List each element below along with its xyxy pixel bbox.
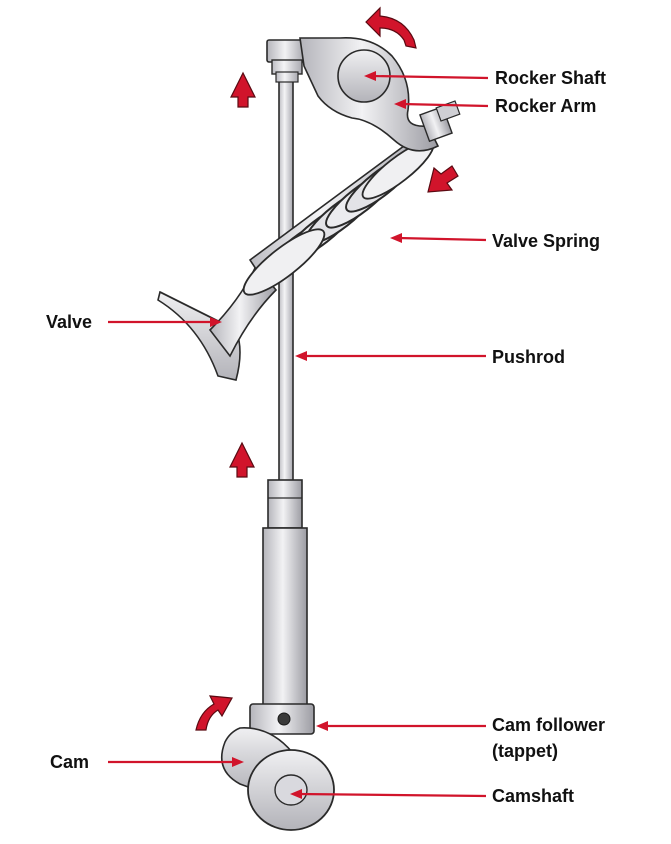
up-arrow-icon (229, 441, 255, 478)
label-cam-follower: Cam follower (492, 715, 606, 735)
lifter-body (262, 479, 308, 709)
label-camshaft: Camshaft (492, 786, 575, 806)
label-valve: Valve (46, 312, 93, 332)
motion-arrows (195, 6, 459, 731)
label-cam: Cam (50, 752, 90, 772)
label-tappet: (tappet) (492, 741, 558, 761)
label-rocker-shaft: Rocker Shaft (495, 68, 607, 88)
cam-follower (249, 703, 315, 735)
rotation-arrow-icon (365, 6, 417, 49)
rotation-arrow-icon (195, 695, 233, 731)
valve-spring (242, 140, 435, 296)
camshaft (247, 749, 335, 831)
up-arrow-icon (230, 71, 256, 108)
leader-lines (108, 71, 489, 799)
down-left-arrow-icon (427, 165, 459, 193)
label-pushrod: Pushrod (492, 347, 566, 367)
label-valve-spring: Valve Spring (492, 231, 601, 251)
cam (221, 727, 294, 793)
label-rocker-arm: Rocker Arm (495, 96, 597, 116)
